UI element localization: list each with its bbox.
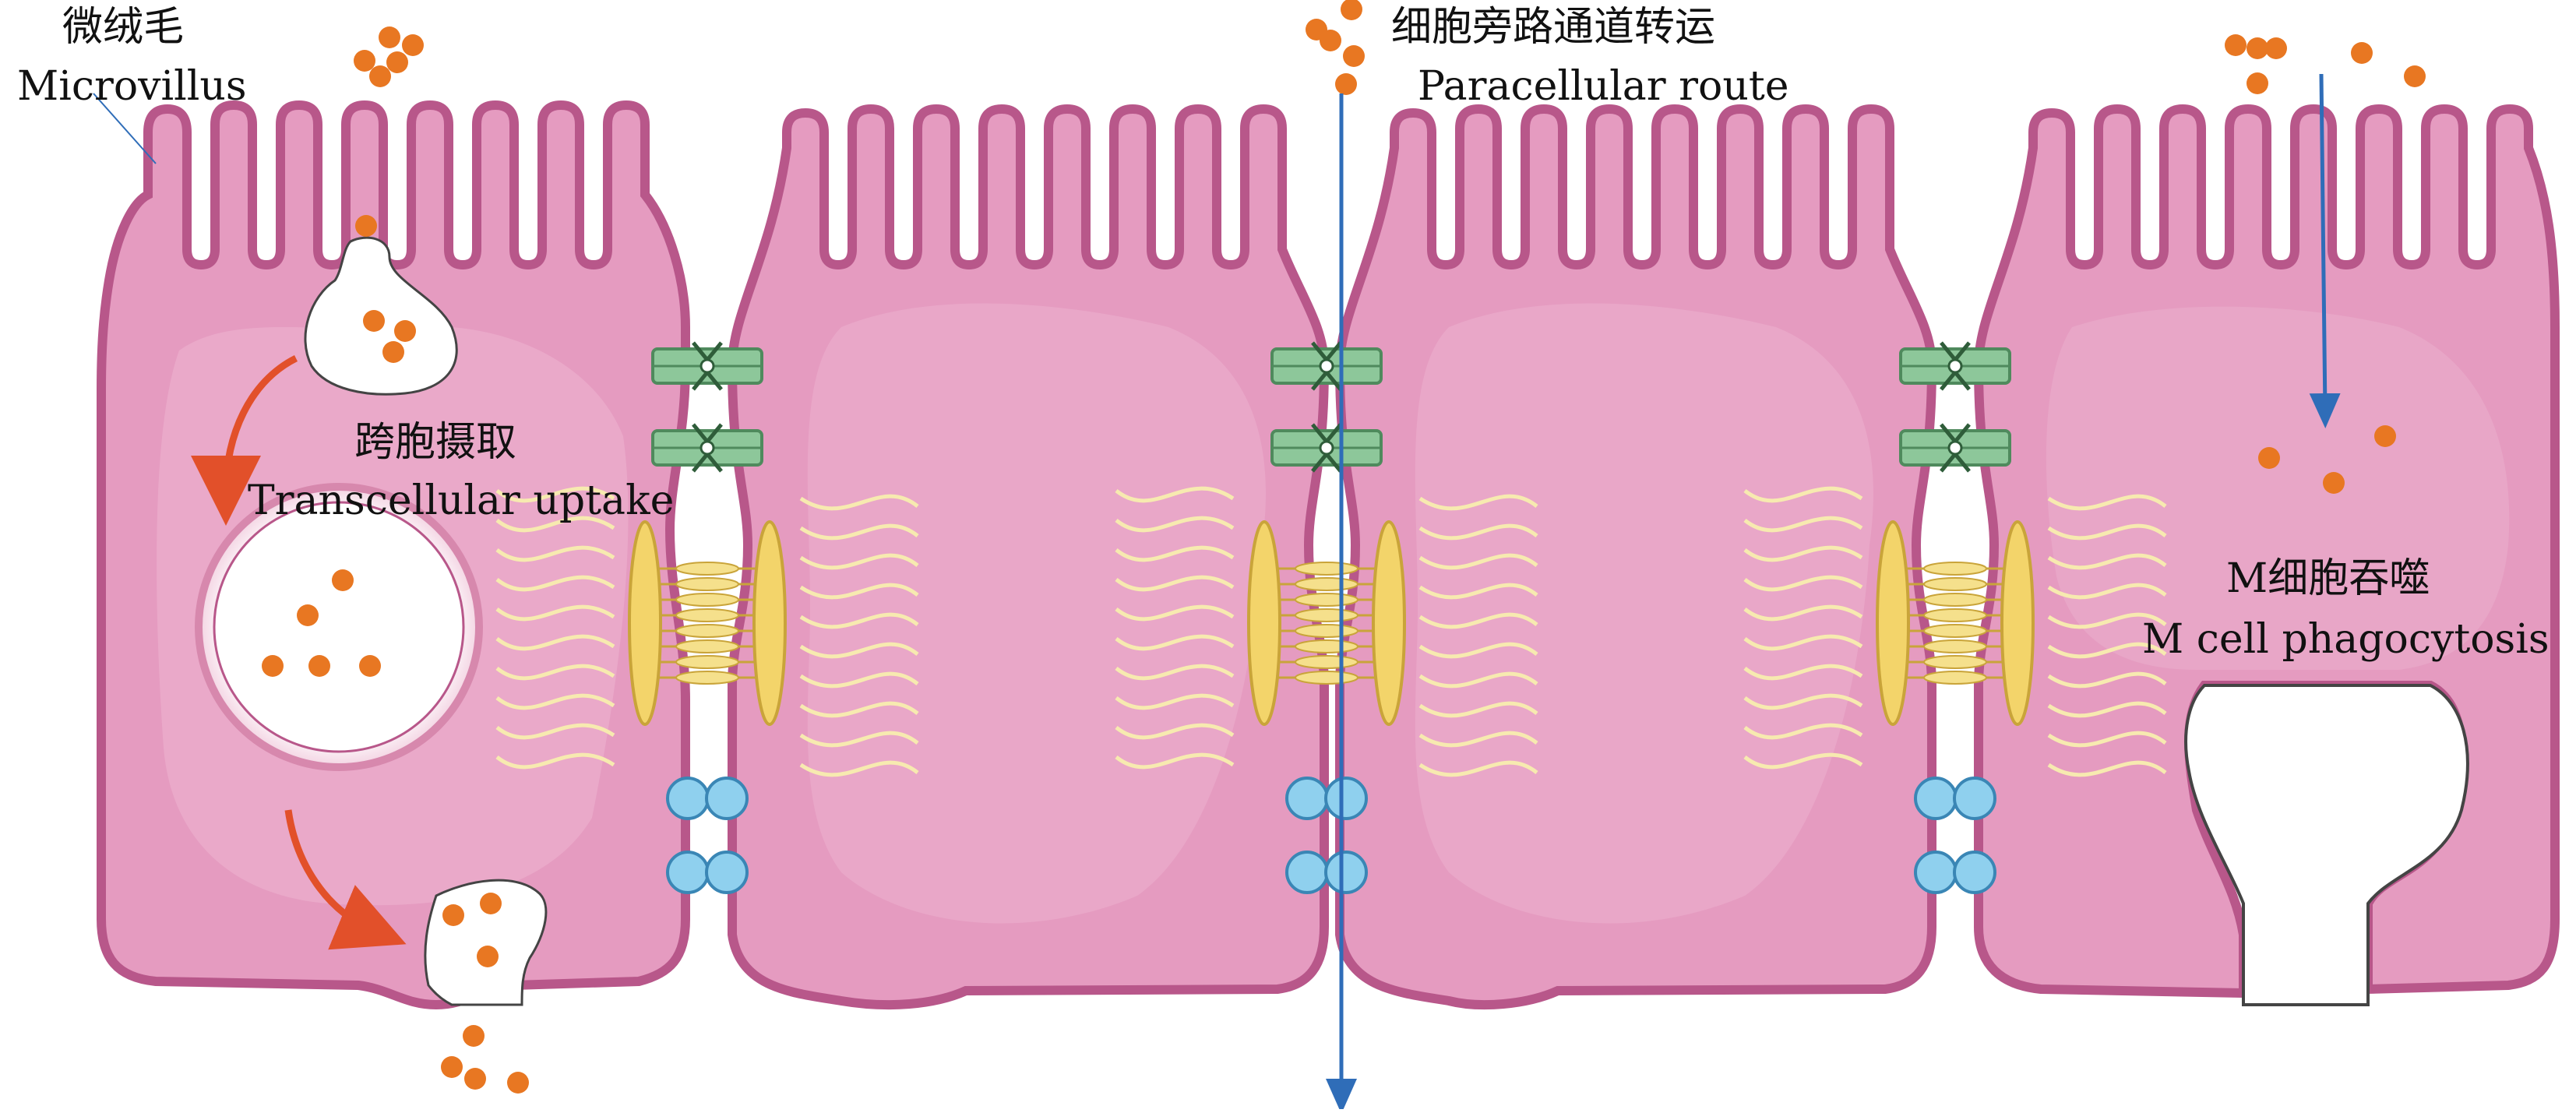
particle-dot: [507, 1072, 529, 1094]
particle-dot: [379, 26, 400, 48]
particle-dot: [2247, 72, 2268, 94]
particle-dot: [477, 946, 499, 967]
particle-dot: [369, 65, 391, 87]
particle-dot: [297, 604, 319, 626]
gap-junction-icon: [1285, 777, 1368, 820]
particle-dot: [2265, 37, 2287, 59]
microvillus-pointer-line: [93, 93, 157, 164]
junction-complex-3: [1743, 341, 2167, 894]
gap-junction-icon: [1914, 851, 1996, 894]
particle-dot: [363, 310, 385, 332]
label-transcellular-cn: 跨胞摄取: [354, 419, 516, 466]
particle-dot: [441, 1056, 463, 1078]
m-cell-inner-highlight: [2046, 306, 2510, 670]
particle-dot: [2374, 425, 2396, 447]
transport-vesicle: [195, 483, 483, 771]
particle-dot: [480, 893, 502, 914]
particle-dot: [262, 655, 284, 677]
particle-dot: [2323, 472, 2345, 494]
particle-dot: [402, 34, 424, 56]
particle-dot: [355, 215, 377, 237]
particle-dot: [359, 655, 381, 677]
label-mcell-en: M cell phagocytosis: [2142, 616, 2550, 663]
tight-junction-icon: [1270, 341, 1383, 391]
gap-junction-icon: [666, 851, 749, 894]
cytoskeletal-filaments: [1743, 486, 2167, 777]
particle-dot: [463, 1025, 485, 1047]
particle-dot: [354, 50, 375, 72]
particle-dot: [2351, 42, 2373, 64]
particle-dot: [394, 320, 416, 342]
particle-dot: [1343, 45, 1365, 67]
cell-2-inner-highlight: [807, 303, 1266, 924]
desmosome-icon: [628, 520, 787, 726]
label-paracellular-cn: 细胞旁路通道转运: [1391, 4, 1715, 51]
particle-dot: [1335, 73, 1357, 95]
junction-complex-1: [495, 341, 919, 894]
particle-dot: [1320, 30, 1341, 51]
enterocyte-cell-2: [727, 104, 1330, 1010]
tight-junction-icon: [651, 423, 763, 473]
tight-junction-icon: [651, 341, 763, 391]
particle-dot: [2225, 34, 2247, 56]
particle-group: [262, 0, 2426, 1094]
particle-dot: [442, 904, 464, 926]
cytoskeletal-filaments: [495, 486, 919, 777]
particle-dot: [308, 655, 330, 677]
label-microvillus-en: Microvillus: [17, 63, 247, 110]
enterocyte-cell-3: [1334, 104, 1937, 1010]
label-mcell-cn: M细胞吞噬: [2226, 555, 2430, 602]
particle-dot: [1341, 0, 1362, 20]
tight-junction-icon: [1899, 423, 2011, 473]
particle-dot: [2247, 37, 2268, 59]
label-paracellular-en: Paracellular route: [1418, 63, 1789, 110]
particle-dot: [386, 51, 408, 73]
transcellular-arrow-top: [191, 354, 298, 526]
particle-dot: [332, 569, 354, 591]
particle-dot: [2258, 447, 2280, 469]
desmosome-icon: [1876, 520, 2035, 726]
m-cell-membrane: [1973, 104, 2560, 999]
particle-dot: [382, 341, 404, 363]
gap-junction-icon: [666, 777, 749, 820]
m-cell-arrow: [2309, 73, 2341, 428]
transcellular-arrow-bottom: [284, 809, 407, 950]
tight-junction-icon: [1270, 423, 1383, 473]
tight-junction-icon: [1899, 341, 2011, 391]
label-transcellular-en: Transcellular uptake: [248, 477, 674, 524]
m-cell-pocket: [2184, 684, 2469, 1006]
cell-2-membrane: [727, 104, 1330, 1010]
m-cell: [1973, 104, 2560, 1006]
gap-junction-icon: [1914, 777, 1996, 820]
particle-dot: [464, 1068, 486, 1090]
gap-junction-icon: [1285, 851, 1368, 894]
cell-3-membrane: [1334, 104, 1937, 1010]
label-microvillus-cn: 微绒毛: [62, 4, 184, 51]
cytoskeletal-filaments: [1115, 486, 1538, 777]
particle-dot: [2404, 65, 2426, 87]
